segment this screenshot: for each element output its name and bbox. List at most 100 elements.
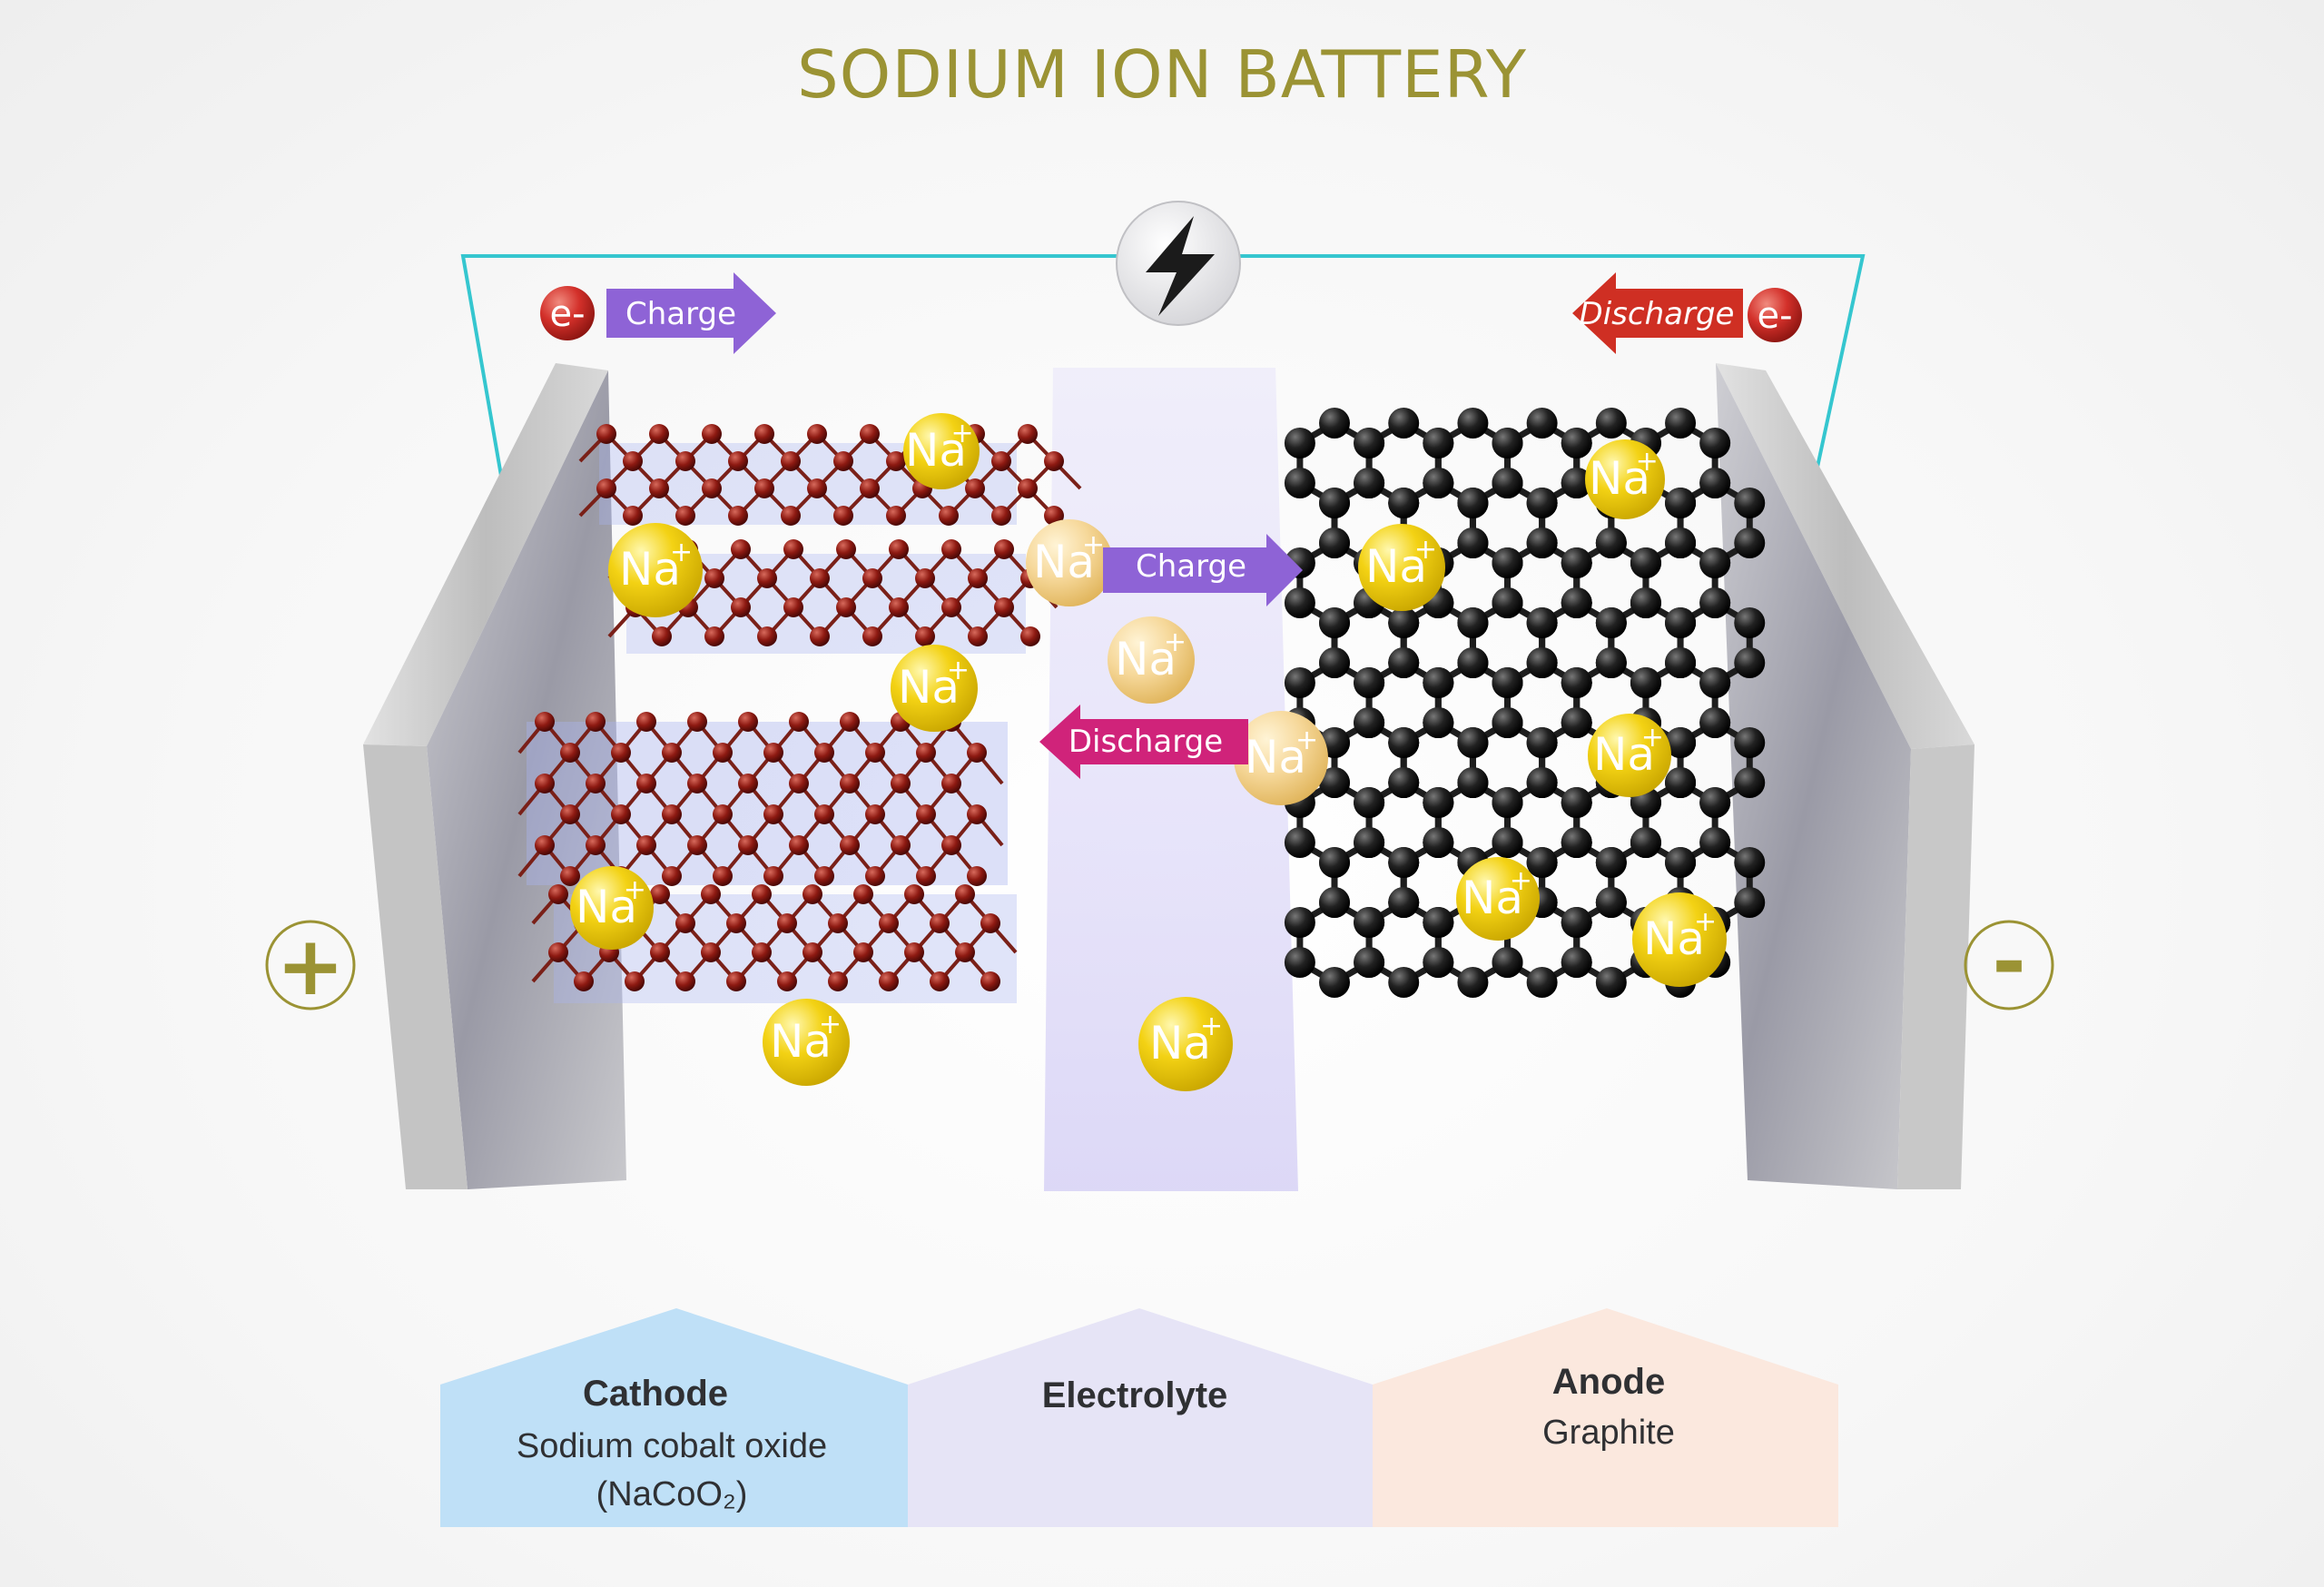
cathode-atom	[574, 971, 594, 991]
anode-atom	[1734, 727, 1766, 758]
anode-atom	[1526, 647, 1558, 678]
cathode-atom	[994, 597, 1014, 617]
anode-atom	[1284, 907, 1315, 938]
mid-charge-label: Charge	[1136, 548, 1246, 585]
anode-atom	[1457, 408, 1489, 439]
anode-panel: Anode Graphite	[1373, 1308, 1838, 1527]
cathode-atom	[789, 712, 809, 732]
cathode-atom	[991, 506, 1011, 526]
mid-discharge-arrow: Discharge	[1039, 705, 1248, 779]
sodium-ion-icon: Na+	[1138, 997, 1233, 1091]
cathode-atom	[754, 478, 774, 498]
cathode-atom	[548, 884, 568, 904]
anode-atom	[1561, 947, 1592, 978]
positive-terminal: +	[265, 919, 356, 1014]
svg-text:Na: Na	[898, 661, 960, 714]
anode-atom	[1423, 667, 1454, 698]
cathode-atom	[625, 971, 645, 991]
anode-atom	[1457, 488, 1489, 518]
anode-atom	[1319, 408, 1350, 439]
cathode-atom	[836, 597, 856, 617]
anode-atom	[1492, 787, 1523, 818]
anode-atom	[1492, 587, 1523, 618]
sodium-ion-icon: Na+	[903, 413, 980, 489]
cathode-atom	[955, 942, 975, 962]
anode-atom	[1388, 727, 1420, 758]
anode-material: Graphite	[1542, 1414, 1675, 1452]
sodium-ion-icon: Na+	[1234, 711, 1328, 805]
svg-text:+: +	[819, 1009, 842, 1040]
cathode-atom	[967, 866, 987, 886]
anode-atom	[1526, 527, 1558, 558]
cathode-atom	[535, 835, 555, 855]
anode-atom	[1423, 827, 1454, 858]
svg-text:Na: Na	[1149, 1017, 1211, 1070]
negative-electrode-plate	[1716, 363, 1974, 1189]
anode-atom	[1354, 428, 1385, 458]
cathode-atom	[763, 866, 783, 886]
cathode-atom	[650, 884, 670, 904]
anode-atom	[1526, 607, 1558, 638]
svg-text:Na: Na	[576, 881, 637, 933]
svg-text:+: +	[624, 874, 646, 906]
anode-atom	[1734, 607, 1766, 638]
anode-atom	[1734, 527, 1766, 558]
cathode-atom	[535, 712, 555, 732]
svg-text:+: +	[1200, 1010, 1223, 1042]
cathode-atom	[783, 539, 803, 559]
anode-atom	[1665, 847, 1697, 878]
cathode-atom	[560, 804, 580, 824]
sodium-ion-icon: Na+	[1588, 714, 1671, 797]
cathode-atom	[994, 539, 1014, 559]
cathode-atom	[652, 626, 672, 646]
anode-atom	[1665, 767, 1697, 798]
cathode-title: Cathode	[583, 1374, 728, 1414]
anode-atom	[1492, 707, 1523, 738]
cathode-panel: Cathode Sodium cobalt oxide (NaCoO₂)	[440, 1308, 908, 1527]
cathode-atom	[840, 835, 860, 855]
anode-atom	[1354, 827, 1385, 858]
anode-atom	[1665, 727, 1697, 758]
diagram-title: SODIUM ION BATTERY	[796, 36, 1528, 113]
cathode-atom	[980, 913, 1000, 933]
cathode-atom	[955, 884, 975, 904]
anode-atom	[1734, 847, 1766, 878]
top-discharge-indicator: Discharge e-	[1572, 272, 1802, 354]
cathode-atom	[548, 942, 568, 962]
anode-atom	[1665, 607, 1697, 638]
cathode-atom	[704, 568, 724, 588]
positive-terminal-label: +	[276, 919, 344, 1014]
cathode-atom	[889, 539, 909, 559]
external-circuit-wire	[460, 254, 1866, 518]
cathode-atom	[636, 835, 656, 855]
anode-atom	[1699, 428, 1731, 458]
cathode-atom	[662, 804, 682, 824]
anode-atom	[1665, 527, 1697, 558]
cathode-atom	[752, 884, 772, 904]
negative-terminal: -	[1964, 914, 2054, 1010]
cathode-atom	[649, 424, 669, 444]
svg-text:Na: Na	[619, 543, 681, 596]
cathode-atom	[891, 774, 911, 794]
anode-atom	[1595, 847, 1627, 878]
cathode-atom	[789, 774, 809, 794]
anode-atom	[1354, 947, 1385, 978]
anode-atom	[1595, 408, 1627, 439]
cathode-atom	[941, 539, 961, 559]
cathode-atom	[941, 835, 961, 855]
cathode-atom	[586, 835, 606, 855]
cathode-atom	[752, 942, 772, 962]
svg-text:+: +	[1295, 724, 1318, 756]
anode-atom	[1457, 647, 1489, 678]
anode-atom	[1492, 547, 1523, 578]
anode-atom	[1561, 907, 1592, 938]
cathode-atom	[840, 712, 860, 732]
cathode-atom	[754, 424, 774, 444]
svg-text:Na: Na	[1115, 633, 1177, 685]
top-charge-indicator: e- Charge	[540, 272, 776, 354]
anode-atom	[1595, 647, 1627, 678]
svg-text:Na: Na	[1593, 728, 1655, 781]
cathode-atom	[713, 743, 733, 763]
cathode-atom	[807, 478, 827, 498]
anode-atom	[1526, 767, 1558, 798]
